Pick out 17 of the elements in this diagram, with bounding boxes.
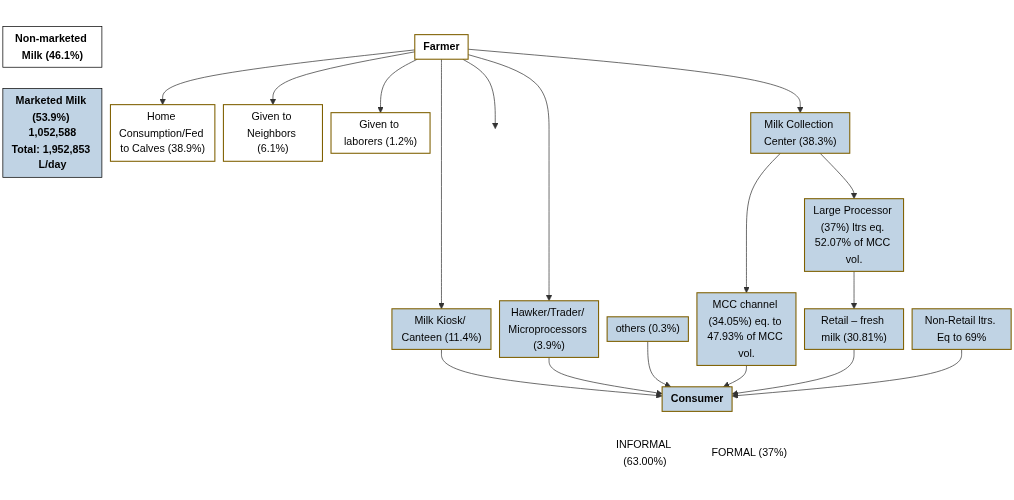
node-box: Non-Retail ltrs. Eq to 69% [911, 308, 1012, 350]
node-box: Home Consumption/Fed to Calves (38.9%) [109, 104, 216, 162]
node-text: FORMAL (37%) [711, 446, 788, 459]
node-text: INFORMAL (63.00%) [615, 438, 671, 467]
node-box: Marketed Milk (53.9%) 1,052,588 Total: 1,952,853 L/day [2, 88, 103, 178]
node-box: MCC channel (34.05%) eq. to 47.93% of MCC vol. [696, 292, 797, 366]
node-box: Consumer [661, 386, 733, 412]
node-box: Large Processor (37%) ltrs eq. 52.07% of MCC vol. [804, 198, 905, 272]
node-box: others (0.3%) [606, 316, 689, 342]
node-box: Milk Collection Center (38.3%) [750, 112, 851, 154]
node-box: Farmer [414, 34, 469, 60]
node-box: Given to Neighbors (6.1%) [222, 104, 323, 162]
node-box: Retail – fresh milk (30.81%) [804, 308, 905, 350]
node-box: Hawker/Trader/ Microprocessors (3.9%) [499, 300, 600, 358]
node-box: Given to laborers (1.2%) [330, 112, 431, 154]
node-box: Non-marketed Milk (46.1%) [2, 26, 103, 68]
node-box: Milk Kiosk/ Canteen (11.4%) [391, 308, 492, 350]
